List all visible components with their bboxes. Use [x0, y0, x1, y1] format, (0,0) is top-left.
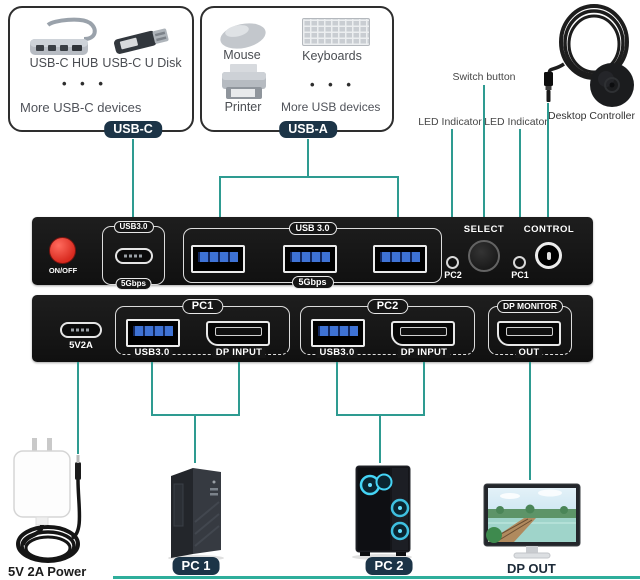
usbc-port-pins [71, 328, 91, 332]
monitor-dp-port[interactable] [497, 321, 561, 346]
control-port[interactable] [535, 242, 562, 269]
on-off-button[interactable] [49, 237, 76, 264]
control-port-pin [547, 252, 551, 260]
connector-usba-right [397, 176, 399, 217]
front-usb3-bottom-label: 5Gbps [291, 276, 334, 289]
pc2-dp-label: DP INPUT [397, 347, 451, 358]
usbc-udisk-label: USB-C U Disk [102, 56, 182, 70]
front-usb3-group: USB 3.0 5Gbps [183, 222, 442, 289]
pc2-led-label: PC2 [444, 270, 462, 280]
led-indicator-right-annotation: LED Indicator [484, 116, 548, 128]
connector-switch-line [483, 85, 485, 217]
usba-badge: USB-A [279, 121, 337, 138]
back-pc1-group: PC1 [115, 299, 290, 355]
usb-tongue [198, 252, 238, 262]
connector-pc2-stem [379, 414, 381, 463]
power-adapter-label: 5V 2A Power [8, 564, 87, 579]
connector-pc1-left [151, 362, 153, 416]
pc1-tower-icon [168, 468, 224, 561]
more-usb-devices-label: More USB devices [281, 100, 381, 114]
connector-power-line [77, 362, 79, 454]
pc2-tower-icon [352, 465, 412, 560]
usbc-hub-icon [30, 17, 97, 55]
more-dots: • • • [310, 77, 356, 92]
keyboards-label: Keyboards [302, 49, 362, 63]
connector-control-line [547, 103, 549, 217]
keyboard-icon [302, 18, 370, 46]
power-input-port[interactable] [60, 322, 102, 338]
front-usb-port-3[interactable] [373, 245, 427, 273]
usbc-hub-label: USB-C HUB [29, 56, 99, 70]
led-indicator-left-annotation: LED Indicator [418, 116, 482, 128]
connector-pc1-right [238, 362, 240, 416]
printer-label: Printer [224, 100, 262, 114]
connector-pc1-stem [194, 414, 196, 463]
back-pc2-group: PC2 [300, 299, 475, 355]
power-input-label: 5V2A [69, 340, 93, 351]
usb-tongue [380, 252, 420, 262]
monitor-label: DP OUT [507, 561, 556, 576]
usb-tongue [290, 252, 330, 262]
more-usbc-devices-label: More USB-C devices [20, 100, 142, 115]
front-usbc-group: USB3.0 5Gbps [102, 221, 165, 290]
connector-usba-bar [219, 176, 399, 178]
dp-monitor-title: DP MONITOR [497, 300, 563, 313]
pc2-usb-port[interactable] [311, 319, 365, 347]
pc2-group-title: PC2 [366, 299, 409, 314]
front-usbc-bottom-label: 5Gbps [115, 278, 152, 290]
connector-usba-stem [307, 139, 309, 177]
usbc-badge: USB-C [104, 121, 162, 138]
usbc-devices-box: USB-C HUB USB-C U Disk • • • More USB-C … [8, 6, 194, 132]
pc2-dp-port[interactable] [391, 321, 455, 346]
mouse-label: Mouse [223, 48, 261, 62]
select-label: SELECT [463, 224, 505, 235]
pc2-usb-label: USB3.0 [316, 347, 358, 358]
pc1-group-title: PC1 [181, 299, 224, 314]
desktop-controller-label: Desktop Controller [548, 110, 635, 122]
connector-usbc-line [132, 139, 134, 217]
mouse-icon [220, 23, 266, 49]
pc2-led-indicator [446, 256, 459, 269]
more-dots: • • • [62, 76, 108, 91]
usbc-udisk-icon [114, 28, 169, 54]
usba-devices-box: Mouse Keyboards • • • Printer More USB d… [200, 6, 394, 132]
monitor-out-label: OUT [515, 347, 543, 358]
dp-slot [215, 327, 262, 336]
pc1-dp-label: DP INPUT [212, 347, 266, 358]
desktop-controller-icon [544, 4, 634, 107]
printer-icon [222, 64, 266, 99]
usbc-port-pins [123, 254, 144, 257]
bottom-divider [113, 576, 640, 579]
pc1-dp-port[interactable] [206, 321, 270, 346]
pc1-badge: PC 1 [172, 557, 220, 575]
front-usbc-port[interactable] [114, 247, 153, 264]
usb-tongue [318, 326, 358, 336]
power-adapter-icon [13, 438, 82, 563]
on-off-label: ON/OFF [48, 266, 78, 275]
front-usb-port-1[interactable] [191, 245, 245, 273]
monitor-icon [483, 483, 581, 559]
connector-led-left-line [451, 129, 453, 217]
connector-monitor-line [529, 362, 531, 480]
pc1-led-indicator [513, 256, 526, 269]
pc1-led-label: PC1 [511, 270, 529, 280]
front-usb-port-2[interactable] [283, 245, 337, 273]
usb-tongue [133, 326, 173, 336]
pc1-usb-port[interactable] [126, 319, 180, 347]
connector-led-right-line [519, 129, 521, 217]
pc2-badge: PC 2 [365, 557, 413, 575]
connector-pc2-right [423, 362, 425, 416]
dp-slot [506, 327, 553, 336]
connector-usba-left [219, 176, 221, 217]
connector-pc2-left [336, 362, 338, 416]
front-usbc-top-label: USB3.0 [113, 221, 154, 233]
select-button[interactable] [468, 240, 500, 272]
control-label: CONTROL [523, 224, 575, 235]
switch-button-annotation: Switch button [452, 71, 516, 83]
front-usb3-top-label: USB 3.0 [288, 222, 337, 235]
pc1-usb-label: USB3.0 [131, 347, 173, 358]
dp-slot [400, 327, 447, 336]
